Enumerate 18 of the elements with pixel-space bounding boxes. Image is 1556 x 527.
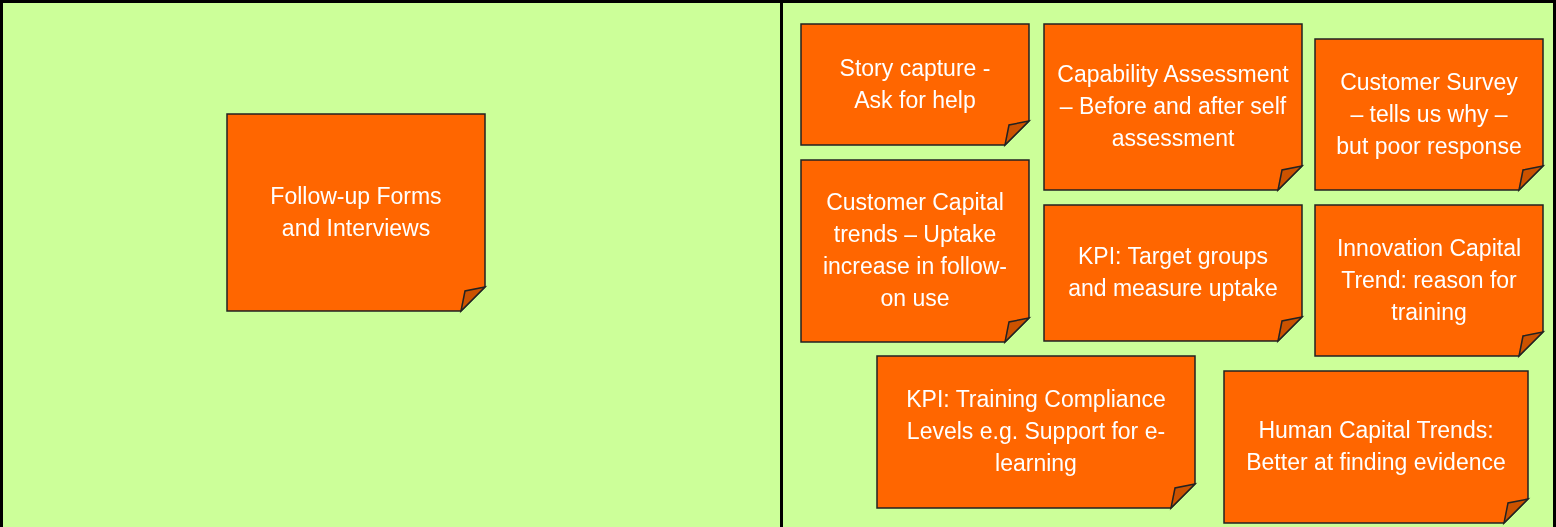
note-text: KPI: Training Compliance Levels e.g. Support for e-learning [905, 385, 1167, 478]
sticky-note [1044, 24, 1302, 190]
sticky-note [801, 160, 1029, 342]
sticky-note [1224, 371, 1528, 523]
sticky-note [1044, 205, 1302, 341]
note-text: Innovation Capital Trend: reason for training [1335, 233, 1523, 327]
note-text: Human Capital Trends: Better at finding evidence [1245, 416, 1507, 477]
sticky-note [801, 24, 1029, 145]
note-text: Customer Survey – tells us why – but poor response [1335, 67, 1523, 161]
sticky-note [1315, 39, 1543, 190]
note-text: Capability Assessment – Before and after self assessment [1056, 60, 1290, 153]
sticky-note [1315, 205, 1543, 356]
sticky-note [227, 114, 485, 311]
note-text: Follow-up Forms and Interviews [270, 181, 442, 243]
note-text: Story capture - Ask for help [838, 53, 992, 115]
note-text: Customer Capital trends – Uptake increase in follow- on use [821, 188, 1009, 313]
sticky-note [877, 356, 1195, 508]
note-text: KPI: Target groups and measure uptake [1067, 242, 1279, 303]
